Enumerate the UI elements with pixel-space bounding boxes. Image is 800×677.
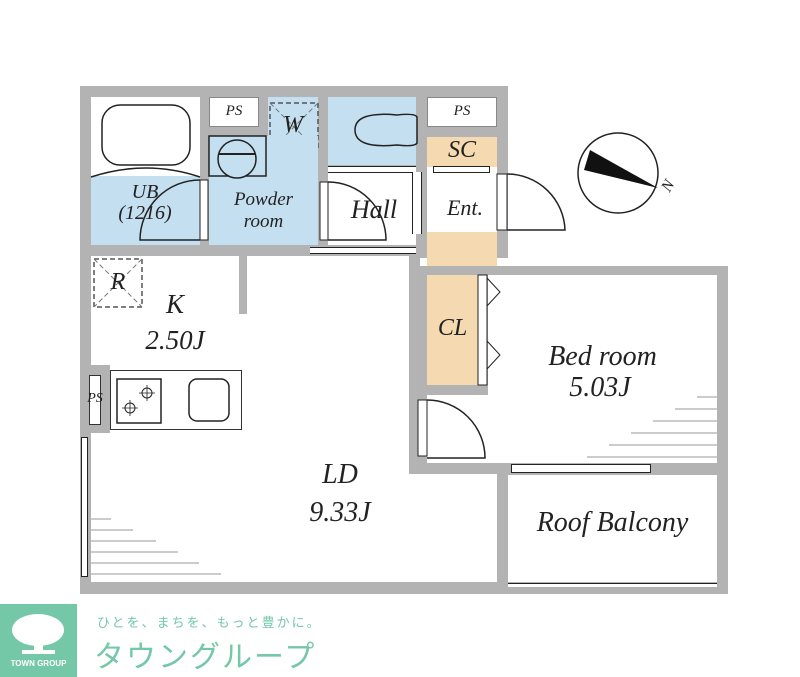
kitchen-partition (239, 256, 247, 314)
label-sc: SC (447, 137, 476, 163)
label-washer: W (283, 112, 303, 138)
brand-name: タウングループ (94, 640, 317, 675)
sink-kitchen-icon (188, 378, 230, 422)
label-ps-top-left: PS (225, 103, 243, 119)
label-ps-kitchen: PS (87, 391, 103, 406)
label-ps-top-right: PS (453, 103, 471, 119)
sliding-door-toilet (328, 166, 416, 173)
closet (427, 275, 478, 385)
label-bedroom: Bed room (548, 341, 657, 372)
label-powder-1: Powder (233, 189, 294, 210)
sc-door (433, 166, 490, 173)
window-bedroom (511, 464, 651, 473)
room-entrance (427, 167, 497, 232)
room-ub-floor (91, 176, 200, 245)
label-powder-2: room (243, 211, 284, 232)
compass-north-icon (577, 132, 659, 214)
sliding-door-hall (310, 247, 416, 254)
brand-tagline: ひとを、まちを、もっと豊かに。 (97, 616, 322, 631)
label-ld-size: 9.33J (309, 497, 371, 528)
front-door-icon (496, 173, 566, 231)
bathtub-icon (90, 104, 201, 178)
door-ub-icon (139, 179, 209, 241)
label-fridge: R (110, 269, 126, 295)
room-hall (328, 170, 416, 245)
fridge-icon (93, 258, 143, 308)
entrance-storage (427, 232, 497, 266)
room-bedroom (488, 275, 717, 463)
logo-text: TOWN GROUP (10, 659, 67, 668)
label-hall: Hall (350, 195, 398, 224)
closet-door-icon (477, 274, 501, 386)
label-kitchen: K (165, 289, 184, 319)
shoe-cabinet (427, 137, 497, 167)
balcony-rail (508, 583, 717, 587)
door-hall-icon (319, 181, 387, 241)
label-entrance: Ent. (446, 195, 484, 220)
label-ld: LD (322, 459, 358, 490)
sink-icon (208, 135, 267, 179)
tree-icon (12, 614, 64, 654)
room-ld-extension (409, 474, 497, 582)
bedroom-light-lines (587, 396, 717, 458)
toilet-icon (354, 113, 418, 147)
ld-light-lines (91, 518, 221, 575)
label-balcony: Roof Balcony (536, 507, 689, 538)
label-ub-size: (1216) (118, 202, 172, 224)
ps-top-right (427, 97, 497, 127)
label-ub: UB (131, 181, 159, 203)
label-bedroom-size: 5.03J (569, 372, 631, 403)
entrance-step (412, 172, 422, 234)
label-kitchen-size: 2.50J (145, 325, 205, 355)
ps-kitchen (89, 375, 101, 425)
stove-icon (116, 378, 162, 424)
ps-top-left (209, 97, 259, 127)
town-group-logo (0, 604, 77, 677)
door-bedroom-icon (417, 399, 486, 459)
room-balcony (508, 475, 717, 582)
window-ld (81, 437, 88, 577)
label-closet: CL (437, 315, 468, 341)
